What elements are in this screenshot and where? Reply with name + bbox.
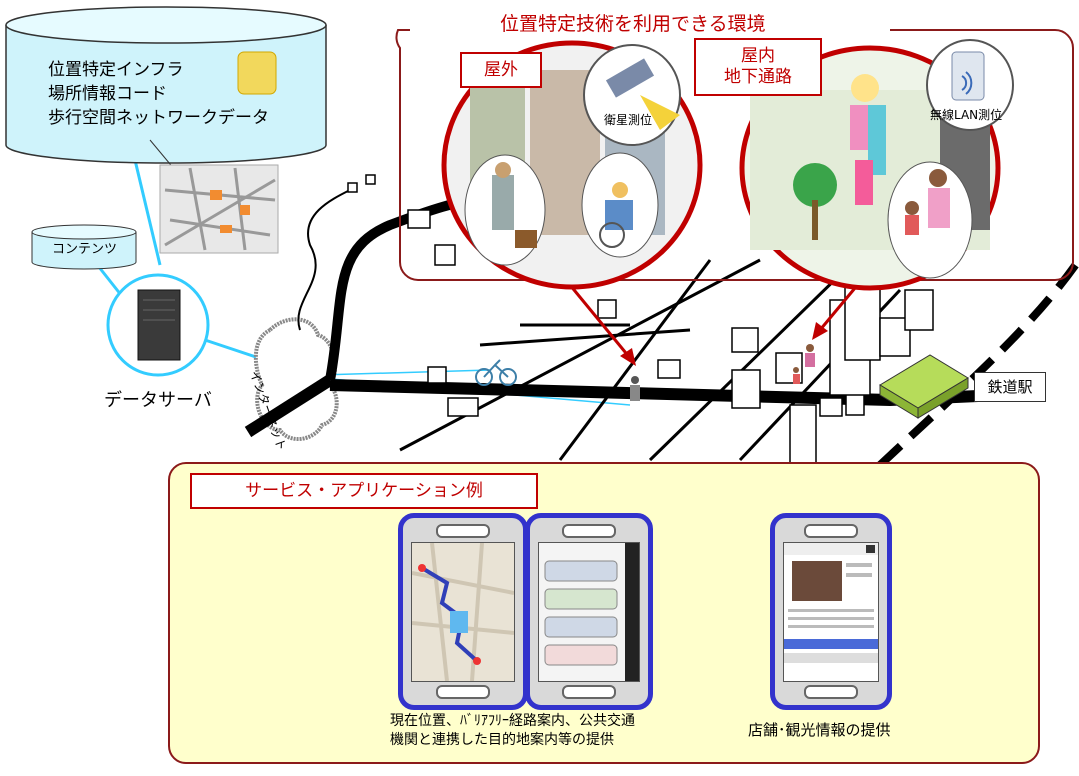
railway-line bbox=[877, 257, 1079, 468]
services-title: サービス・アプリケーション例 bbox=[190, 473, 538, 509]
phone-home-button bbox=[436, 685, 490, 699]
phone-map bbox=[398, 513, 528, 710]
satellite-label: 衛星測位 bbox=[604, 113, 653, 127]
database-logo-icon bbox=[237, 51, 277, 95]
contents-label: コンテンツ bbox=[52, 242, 118, 257]
map-person-icons bbox=[630, 344, 815, 401]
phone-map-screen bbox=[411, 542, 515, 682]
caption-navigation-line2: 機関と連携した目的地案内等の提供 bbox=[390, 732, 614, 748]
phone-home-button bbox=[562, 685, 616, 699]
menu-graphic bbox=[544, 543, 639, 681]
database-line-positioning: 位置特定インフラ bbox=[48, 60, 184, 80]
route-map-graphic bbox=[412, 543, 514, 681]
shop-info-graphic bbox=[784, 543, 878, 663]
wifi-bubble bbox=[926, 39, 1014, 131]
station-building bbox=[879, 354, 969, 419]
wifi-label: 無線LAN測位 bbox=[930, 108, 1003, 122]
db-to-server-line bbox=[133, 159, 162, 266]
phone-shop-info bbox=[770, 513, 892, 710]
server-icon bbox=[106, 273, 210, 377]
caption-shop-info: 店舗･観光情報の提供 bbox=[748, 721, 891, 739]
station-label: 鉄道駅 bbox=[974, 372, 1046, 402]
phone-speaker bbox=[804, 524, 858, 538]
caption-navigation-line1: 現在位置、ﾊﾞﾘｱﾌﾘｰ経路案内、公共交通 bbox=[390, 713, 635, 729]
internet-to-bike-line bbox=[319, 369, 491, 376]
server-label: データサーバ bbox=[104, 390, 212, 411]
contents-cylinder bbox=[31, 224, 137, 270]
database-line-pedestrian-network: 歩行空間ネットワークデータ bbox=[48, 108, 269, 128]
environment-title: 位置特定技術を利用できる環境 bbox=[500, 13, 766, 35]
phone-speaker bbox=[436, 524, 490, 538]
indoor-tag-line2: 地下通路 bbox=[724, 67, 792, 87]
outdoor-scene bbox=[441, 40, 703, 290]
roads bbox=[244, 189, 1001, 462]
database-label: 位置特定インフラ 場所情報コード 歩行空間ネットワークデータ bbox=[48, 58, 269, 130]
indoor-tag: 屋内 地下通路 bbox=[694, 38, 822, 96]
map-thumbnail bbox=[159, 164, 279, 254]
database-line-location-code: 場所情報コード bbox=[48, 84, 167, 104]
outdoor-tag: 屋外 bbox=[460, 52, 542, 88]
indoor-scene bbox=[739, 45, 1001, 291]
caption-navigation: 現在位置、ﾊﾞﾘｱﾌﾘｰ経路案内、公共交通 機関と連携した目的地案内等の提供 bbox=[390, 712, 635, 750]
phone-speaker bbox=[562, 524, 616, 538]
phone-menu bbox=[525, 513, 653, 710]
satellite-bubble bbox=[583, 44, 681, 146]
phone-shop-screen bbox=[783, 542, 879, 682]
environment-panel-border bbox=[395, 29, 1074, 281]
phone-menu-screen bbox=[538, 542, 640, 682]
indoor-tag-line1: 屋内 bbox=[741, 46, 775, 66]
bicycle-icon bbox=[475, 359, 517, 386]
phone-home-button bbox=[804, 685, 858, 699]
